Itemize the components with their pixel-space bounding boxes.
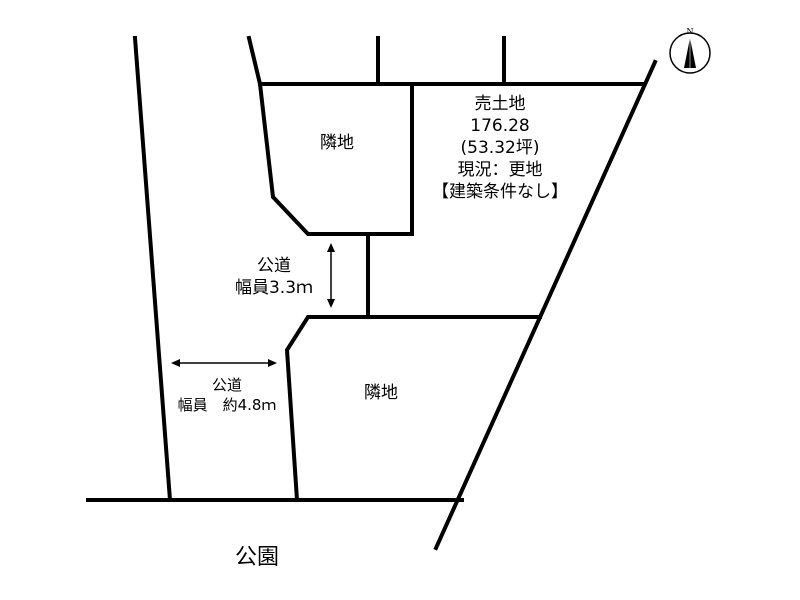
inner-road-label: 公道 幅員3.3ｍ [222, 255, 326, 299]
left-road-label: 公道 幅員 約4.8ｍ [162, 376, 292, 415]
sale-lot-status: 現況：更地 [457, 160, 543, 181]
sale-lot-area: 176.28 [470, 116, 530, 137]
east-diagonal-boundary [433, 59, 658, 551]
sale-lot-info: 売土地 176.28 (53.32坪) 現況：更地 【建築条件なし】 [410, 93, 590, 203]
west-road-edge [132, 35, 173, 503]
inner-road-name: 公道 [257, 256, 291, 276]
inner-road-width: 幅員3.3ｍ [234, 278, 314, 299]
compass-north-label: N [686, 27, 694, 36]
road-width-arrow-horizontal [171, 359, 277, 367]
north-compass: N [667, 26, 713, 76]
left-road-width: 幅員 約4.8ｍ [177, 395, 277, 414]
sale-lot-title: 売土地 [474, 94, 526, 114]
park-label: 公園 [235, 545, 280, 570]
compass-icon [669, 32, 711, 74]
left-road-name: 公道 [211, 376, 242, 394]
sale-lot-area-tsubo: (53.32坪) [460, 138, 540, 159]
road-width-arrow-vertical [327, 243, 335, 308]
lower-neighbor-label: 隣地 [364, 383, 398, 403]
upper-neighbor-label: 隣地 [320, 133, 354, 153]
sale-lot-condition: 【建築条件なし】 [432, 182, 568, 203]
lower-neighbor-boundary [284, 315, 542, 503]
upper-neighbor-boundary [246, 35, 414, 236]
